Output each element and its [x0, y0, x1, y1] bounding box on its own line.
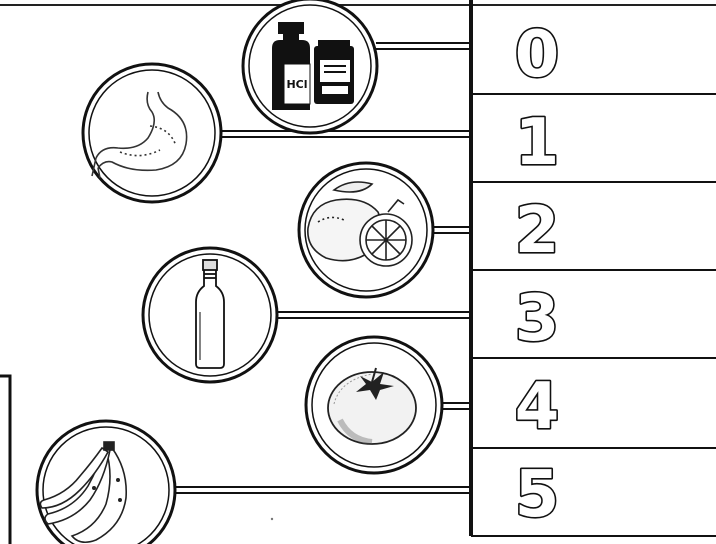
connector-lemon: [432, 227, 471, 233]
connector-vinegar: [278, 312, 471, 318]
stray-mark: [271, 518, 273, 520]
number-scale: 0 1 2 3 4 5: [471, 0, 716, 536]
scale-number-5: 5: [515, 458, 560, 532]
item-vinegar: [143, 248, 277, 382]
scale-number-0: 0: [515, 18, 560, 92]
scale-number-4: 4: [515, 370, 560, 444]
item-tomato: [306, 337, 442, 473]
scale-number-2: 2: [515, 194, 560, 268]
item-lemon: [299, 163, 433, 297]
item-circle: [83, 64, 221, 202]
left-frame: [0, 376, 10, 544]
connector-banana: [172, 487, 471, 493]
hcl-label: HCl: [286, 78, 307, 91]
connector-stomach: [218, 131, 471, 137]
item-hcl: HCl: [243, 0, 377, 133]
scale-number-1: 1: [515, 106, 560, 180]
connector-hcl: [376, 43, 471, 49]
scale-number-3: 3: [515, 282, 560, 356]
item-stomach: [83, 64, 221, 202]
connector-tomato: [443, 403, 471, 409]
item-banana: [37, 421, 175, 544]
